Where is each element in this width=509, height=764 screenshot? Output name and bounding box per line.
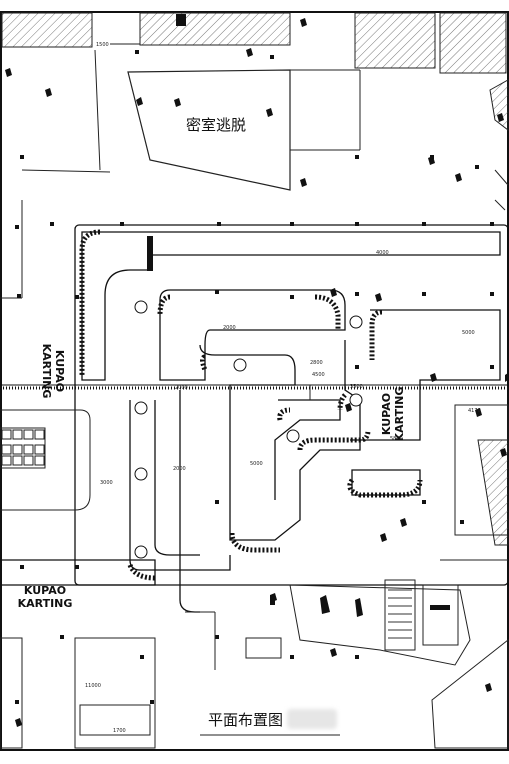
dim-label-5: 2000 [173, 466, 186, 472]
marker-diamonds [5, 18, 508, 727]
dim-label-7: 3500 [350, 384, 363, 390]
kupao-karting-label-vertical-2: KUPAO KARTING [380, 384, 406, 444]
stair-treads [388, 589, 412, 639]
tire-barriers [79, 229, 423, 581]
dim-label-12: 3000 [100, 480, 113, 486]
blurred-watermark [287, 709, 337, 729]
dim-label-2: 2000 [223, 325, 236, 331]
escape-room-label: 密室逃脱 [186, 116, 247, 134]
karting-brand-line-1: KUPAO [53, 349, 66, 393]
fixture-circles [134, 300, 363, 559]
kupao-karting-label-vertical-1: KUPAO KARTING [40, 336, 66, 406]
karting-brand-line-1: KUPAO [23, 584, 67, 597]
kart-parking [0, 409, 91, 511]
karting-brand-line-2: KARTING [393, 386, 406, 442]
kupao-karting-label-horizontal: KUPAO KARTING [0, 584, 90, 610]
dim-label-9: 5000 [462, 330, 475, 336]
right-structure [477, 79, 509, 546]
top-structure [1, 12, 507, 74]
dim-label-11: 2000 [175, 385, 188, 391]
structural-columns [15, 50, 494, 704]
karting-brand-line-1: KUPAO [380, 392, 393, 436]
bottom-rooms [0, 579, 509, 749]
karting-brand-line-2: KARTING [40, 343, 53, 399]
dim-label-14: 11000 [85, 683, 101, 689]
dim-label-13: 5800 [390, 436, 403, 442]
escape-room-block [127, 69, 291, 191]
dim-label-4: 2800 [310, 360, 323, 366]
dim-label-6: 5000 [250, 461, 263, 467]
dim-label-15: 1700 [113, 728, 126, 734]
karting-brand-line-2: KARTING [17, 597, 73, 610]
dim-label-3: 4000 [376, 250, 389, 256]
dim-label-8: 4500 [312, 372, 325, 378]
kart-track [0, 224, 509, 613]
dim-label-1: 1500 [96, 42, 109, 48]
dim-label-10: 4170 [468, 408, 481, 414]
plan-title: 平面布置图 [208, 711, 284, 729]
kart-grid [1, 429, 45, 466]
